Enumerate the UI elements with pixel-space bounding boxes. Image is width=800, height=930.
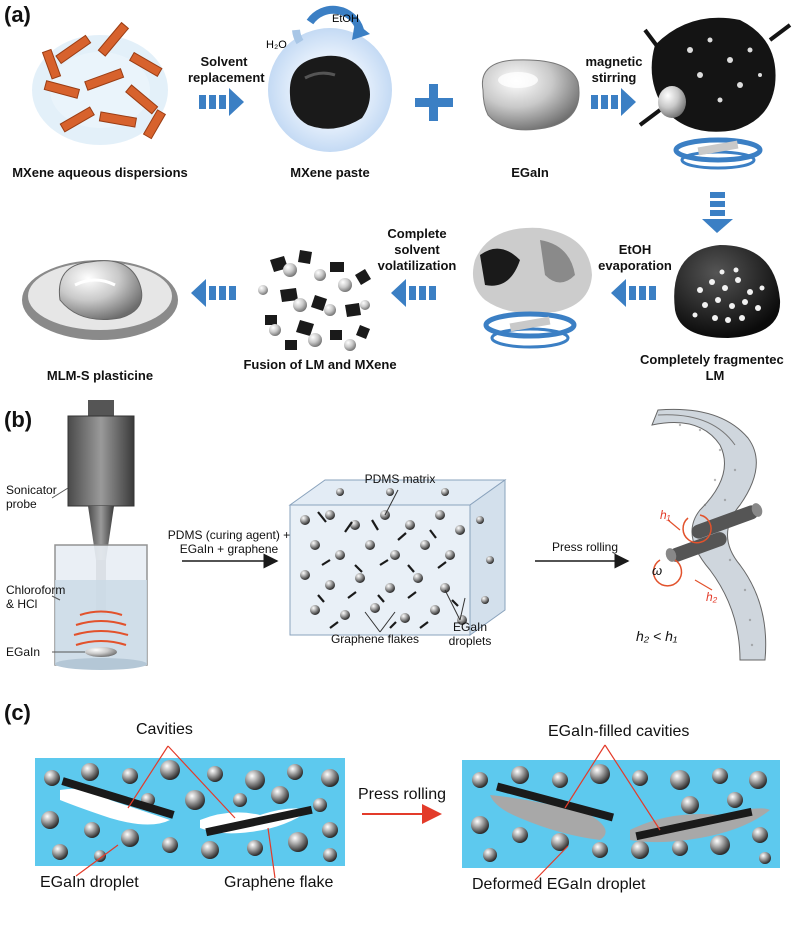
label-plasticine: MLM-S plasticine: [46, 368, 154, 383]
process-arrow-left: [191, 279, 236, 307]
label-fusion: Fusion of LM and MXene: [243, 357, 397, 372]
label-graphene-flake: Graphene flake: [224, 874, 334, 891]
leader-lines: [51, 487, 85, 653]
process-arrow-left: [391, 279, 436, 307]
plasticine-illustration: [22, 260, 178, 340]
label-omega: ω: [652, 563, 663, 578]
fusion-illustration: [258, 250, 371, 351]
label-sonicator-probe: Sonicator probe: [6, 483, 57, 511]
label-fragmented-line2: LM: [705, 368, 725, 383]
label-magnetic-line1: magnetic: [585, 54, 643, 69]
label-chloroform-hcl: Chloroform & HCl: [6, 583, 65, 611]
label-egain-droplets: EGaIn droplets: [440, 620, 500, 648]
label-magnetic-stirring: magnetic stirring: [578, 54, 650, 86]
stirring-illustration: [638, 17, 792, 170]
label-ingredients-line1: PDMS (curing agent) +: [167, 528, 291, 542]
pdms-matrix-cube: [288, 479, 507, 636]
label-thickness-relation: h₂ < h₁: [636, 628, 678, 644]
mxene-paste-illustration: [268, 5, 392, 152]
label-h1: h₁: [660, 508, 671, 522]
label-chloroform-line1: Chloroform: [6, 583, 66, 597]
label-solvent-replacement: Solvent replacement: [188, 54, 265, 86]
label-mxene-paste: MXene paste: [290, 165, 370, 180]
label-egain-beaker: EGaIn: [6, 645, 41, 659]
panel-c-label: (c): [4, 700, 31, 725]
label-press-rolling-b: Press rolling: [551, 540, 619, 554]
label-magnetic-line2: stirring: [591, 70, 637, 85]
label-egain: EGaIn: [511, 165, 549, 180]
sonicator-beaker-illustration: [54, 400, 148, 670]
label-sonicator-line2: probe: [6, 497, 37, 511]
label-etoh-evaporation: EtOH evaporation: [596, 242, 674, 274]
callout-lines: [75, 745, 276, 879]
label-fragmented-lm: Completely fragmentec LM: [640, 352, 800, 384]
panel-a-label: (a): [4, 2, 31, 27]
label-cavities: Cavities: [136, 721, 193, 738]
process-arrow: [591, 88, 636, 116]
label-etoh-evap-line1: EtOH: [618, 242, 652, 257]
label-sonicator-line1: Sonicator: [6, 483, 57, 497]
process-arrow-down: [702, 192, 733, 233]
label-deformed-droplet: Deformed EGaIn droplet: [472, 876, 646, 893]
label-press-rolling-c: Press rolling: [358, 786, 447, 803]
label-complete-line1: Complete: [387, 226, 447, 241]
process-arrow-left: [611, 279, 656, 307]
label-complete-line2: solvent: [394, 242, 440, 257]
label-graphene-flakes: Graphene flakes: [330, 632, 420, 646]
panel-b-label: (b): [4, 407, 33, 432]
leader-lines: [364, 489, 466, 633]
plus-icon: [415, 84, 453, 121]
egain-illustration: [481, 59, 580, 131]
label-pdms-matrix: PDMS matrix: [364, 472, 436, 486]
label-droplets-line2: droplets: [448, 634, 492, 648]
press-rolling-strip: [651, 408, 767, 661]
stirring-illustration-2: [472, 227, 592, 349]
label-droplets-line1: EGaIn: [452, 620, 488, 634]
process-arrow: [199, 88, 244, 116]
mxene-dispersion-illustration: [32, 21, 168, 145]
label-solvent-replacement-line2: replacement: [188, 70, 265, 85]
label-etoh-evap-line2: evaporation: [598, 258, 672, 273]
label-mxene-dispersions: MXene aqueous dispersions: [12, 165, 188, 180]
etoh-label: EtOH: [332, 13, 359, 25]
label-complete-line3: volatilization: [377, 258, 457, 273]
label-arrow-ingredients: PDMS (curing agent) + EGaIn + graphene: [164, 528, 294, 556]
matrix-before-rolling: [35, 758, 345, 866]
label-egain-droplet: EGaIn droplet: [40, 874, 139, 891]
label-egain-filled-cavities: EGaIn-filled cavities: [548, 723, 690, 740]
label-complete-volatilization: Complete solvent volatilization: [372, 226, 462, 274]
h2o-label: H₂O: [266, 39, 287, 51]
label-h2: h₂: [706, 590, 718, 604]
label-fragmented-line1: Completely fragmentec: [640, 352, 784, 367]
matrix-after-rolling: [462, 760, 780, 868]
callout-lines: [534, 744, 661, 881]
label-chloroform-line2: & HCl: [6, 597, 38, 611]
label-solvent-replacement-line1: Solvent: [200, 54, 248, 69]
label-ingredients-line2: EGaIn + graphene: [179, 542, 279, 556]
fragmented-lm-illustration: [674, 245, 781, 338]
